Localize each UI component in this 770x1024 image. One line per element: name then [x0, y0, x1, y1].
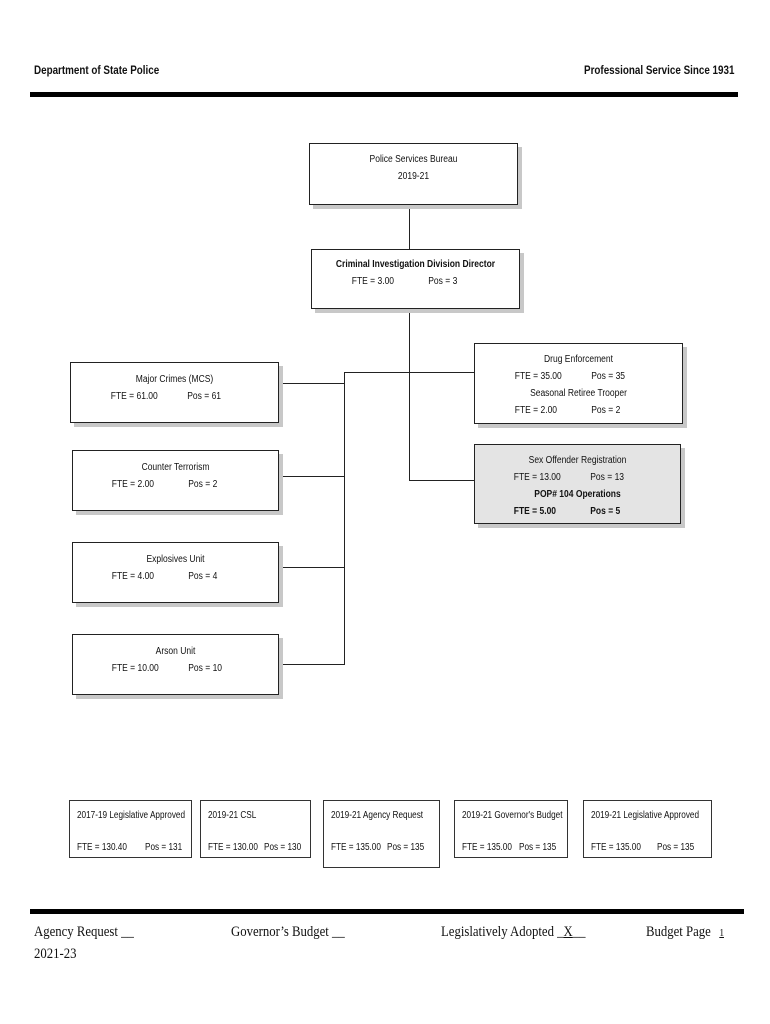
connector-counter-terrorism [279, 476, 345, 477]
connector-drug-branch [344, 372, 475, 373]
fte-value: FTE = 10.00 [111, 663, 159, 674]
leg-adopted-label: Legislatively Adopted _ [441, 924, 564, 940]
footer-rule [30, 909, 744, 914]
summary-pos: Pos = 135 [519, 842, 557, 853]
pos-value: Pos = 61 [187, 391, 222, 402]
org-box-major-crimes: Major Crimes (MCS) FTE = 61.00 Pos = 61 [70, 362, 279, 423]
pos-value: Pos = 2 [188, 479, 218, 490]
unit-title: Drug Enforcement [544, 354, 613, 365]
org-box-director: Criminal Investigation Division Director… [311, 249, 520, 309]
fte-value: FTE = 3.00 [351, 276, 395, 287]
summary-box: 2017-19 Legislative Approved FTE = 130.4… [69, 800, 192, 858]
header-rule [30, 92, 738, 97]
summary-box: 2019-21 Agency Request FTE = 135.00 Pos … [323, 800, 440, 868]
summary-box: 2019-21 Governor's Budget FTE = 135.00 P… [454, 800, 568, 858]
org-box-counter-terrorism: Counter Terrorism FTE = 2.00 Pos = 2 [72, 450, 279, 511]
fte-value: FTE = 35.00 [514, 371, 562, 382]
fte-value: FTE = 61.00 [110, 391, 158, 402]
footer-legislatively-adopted: Legislatively Adopted _X__ [441, 924, 585, 941]
connector-major-crimes [279, 383, 345, 384]
summary-fte: FTE = 135.00 [331, 842, 381, 853]
unit-title: Major Crimes (MCS) [135, 374, 214, 385]
summary-fte: FTE = 130.00 [208, 842, 258, 853]
summary-title: 2019-21 Agency Request [331, 810, 424, 821]
summary-pos: Pos = 135 [657, 842, 695, 853]
org-box-root: Police Services Bureau 2019-21 [309, 143, 518, 205]
org-box-explosives: Explosives Unit FTE = 4.00 Pos = 4 [72, 542, 279, 603]
root-subtitle: 2019-21 [397, 171, 430, 182]
department-name: Department of State Police [34, 63, 160, 77]
pos-value: Pos = 5 [590, 506, 621, 517]
fte-value: FTE = 4.00 [111, 571, 155, 582]
root-title: Police Services Bureau [369, 154, 458, 165]
summary-title: 2019-21 Governor's Budget [462, 810, 563, 821]
org-box-arson: Arson Unit FTE = 10.00 Pos = 10 [72, 634, 279, 695]
footer-agency-request: Agency Request __ [34, 924, 134, 940]
summary-title: 2019-21 Legislative Approved [591, 810, 700, 821]
summary-title: 2017-19 Legislative Approved [77, 810, 186, 821]
pos-value: Pos = 13 [590, 472, 625, 483]
unit-title: Arson Unit [155, 646, 196, 657]
connector-explosives [279, 567, 345, 568]
pos-value: Pos = 35 [591, 371, 626, 382]
fte-value: FTE = 2.00 [514, 405, 558, 416]
summary-title: 2019-21 CSL [208, 810, 257, 821]
summary-fte: FTE = 135.00 [462, 842, 512, 853]
tagline: Professional Service Since 1931 [583, 63, 734, 77]
connector-director-trunk [409, 309, 410, 481]
connector-left-trunk [344, 372, 345, 665]
summary-box: 2019-21 CSL FTE = 130.00 Pos = 130 [200, 800, 311, 858]
connector-root-director [409, 205, 410, 249]
summary-fte: FTE = 135.00 [591, 842, 641, 853]
fte-value: FTE = 5.00 [513, 506, 557, 517]
footer-budget-page: Budget Page 1 [646, 924, 731, 941]
pos-value: Pos = 3 [428, 276, 458, 287]
subunit-title: Seasonal Retiree Trooper [530, 388, 627, 399]
director-title: Criminal Investigation Division Director [335, 259, 496, 270]
summary-pos: Pos = 135 [387, 842, 425, 853]
footer-biennium: 2021-23 [34, 946, 77, 962]
leg-adopted-mark: X [563, 924, 573, 940]
unit-title: Explosives Unit [146, 554, 205, 565]
footer-governors-budget: Governor’s Budget __ [231, 924, 345, 940]
unit-title: Counter Terrorism [141, 462, 210, 473]
connector-arson [279, 664, 345, 665]
org-box-drug-enforcement: Drug Enforcement FTE = 35.00 Pos = 35 Sea… [474, 343, 683, 424]
pos-value: Pos = 2 [591, 405, 621, 416]
pos-value: Pos = 10 [188, 663, 223, 674]
summary-fte: FTE = 130.40 [77, 842, 127, 853]
summary-box: 2019-21 Legislative Approved FTE = 135.0… [583, 800, 712, 858]
fte-value: FTE = 2.00 [111, 479, 155, 490]
subunit-title: POP# 104 Operations [534, 489, 621, 500]
summary-pos: Pos = 131 [145, 842, 183, 853]
connector-sex-offender [409, 480, 475, 481]
unit-title: Sex Offender Registration [528, 455, 627, 466]
budget-page-label: Budget Page [646, 924, 711, 940]
fte-value: FTE = 13.00 [513, 472, 561, 483]
summary-pos: Pos = 130 [264, 842, 302, 853]
pos-value: Pos = 4 [188, 571, 218, 582]
leg-adopted-tail: __ [572, 924, 586, 940]
budget-page-number: 1 [719, 927, 724, 939]
